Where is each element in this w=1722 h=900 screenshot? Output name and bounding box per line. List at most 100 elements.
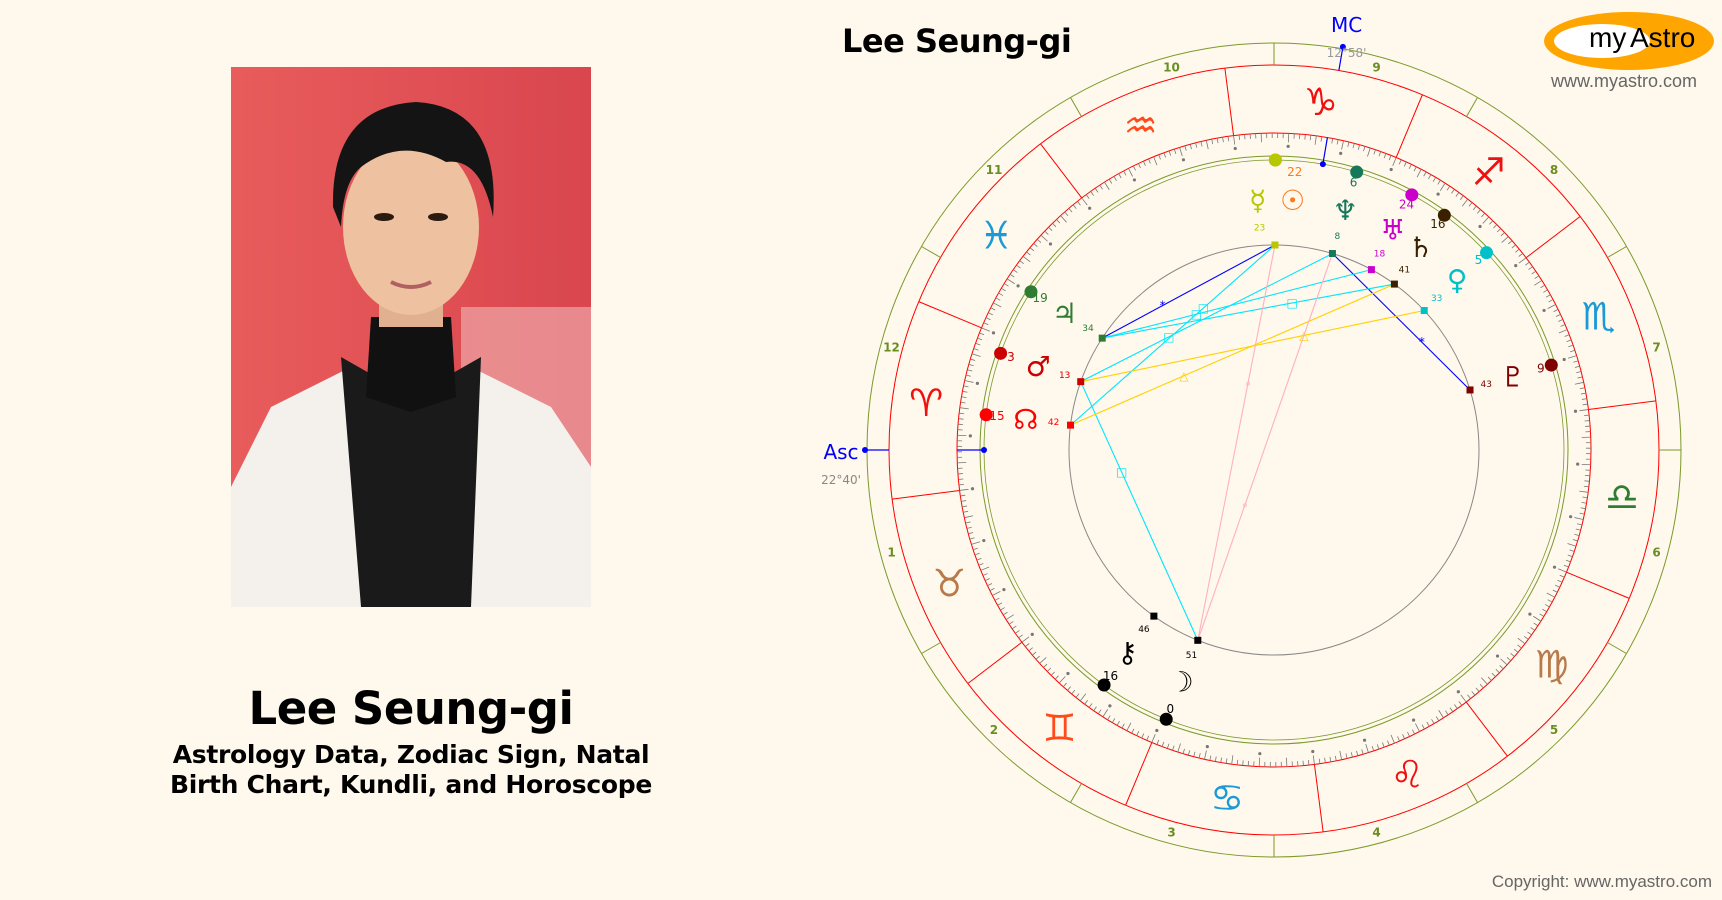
degree-tick <box>1455 192 1460 197</box>
sign-capricorn-icon: ♑︎ <box>1304 80 1338 124</box>
aspect-line-north-node-sun <box>1070 244 1276 426</box>
degree-tick <box>1481 212 1486 218</box>
degree-tick <box>975 342 981 346</box>
degree-tick <box>1141 733 1145 739</box>
degree-tick <box>1575 528 1581 531</box>
degree-tick <box>959 407 969 410</box>
degree-tick <box>1227 136 1230 142</box>
degree-tick <box>1508 240 1513 245</box>
degree-tick <box>1036 238 1042 243</box>
degree-tick <box>967 369 973 372</box>
degree-dot <box>1528 612 1532 616</box>
mc-dot-outer <box>1339 43 1346 50</box>
degree-tick <box>1128 168 1133 177</box>
aspect-line-north-node-saturn <box>1070 283 1395 426</box>
sign-boundary <box>1224 68 1235 136</box>
degree-tick <box>1574 517 1584 520</box>
planet-mars-minutes: 13 <box>1059 371 1070 381</box>
aspect-line-jupiter-saturn <box>1102 283 1395 339</box>
degree-tick <box>1309 135 1312 141</box>
degree-tick <box>1563 564 1569 568</box>
degree-tick <box>1033 243 1038 247</box>
degree-tick <box>1143 160 1146 166</box>
degree-tick <box>1093 706 1097 711</box>
degree-tick <box>965 374 971 377</box>
degree-tick <box>1387 740 1390 746</box>
degree-tick <box>987 583 993 586</box>
degree-tick <box>984 578 990 581</box>
degree-dot <box>1362 738 1367 742</box>
site-url[interactable]: www.myastro.com <box>1551 71 1698 91</box>
degree-dot <box>1030 632 1034 636</box>
planet-moon-icon: ☽︎ <box>1169 666 1194 699</box>
degree-tick <box>960 401 966 404</box>
sign-sagittarius-icon: ♐︎ <box>1471 150 1505 194</box>
degree-dot <box>1088 206 1092 210</box>
planet-uranus-degree: 24 <box>1399 198 1414 212</box>
myastro-logo[interactable]: my Astro <box>1544 12 1714 70</box>
degree-tick <box>964 380 974 383</box>
degree-tick <box>1392 157 1397 166</box>
degree-tick <box>981 327 990 332</box>
degree-tick <box>1574 533 1580 537</box>
degree-tick <box>1097 709 1102 715</box>
degree-tick <box>1058 676 1066 684</box>
planet-neptune-degree: 6 <box>1350 176 1358 190</box>
aspect-mark-quincunx: ∘ <box>1244 376 1252 390</box>
degree-tick <box>1102 709 1109 718</box>
degree-dot <box>1258 752 1262 756</box>
degree-tick <box>1177 743 1181 753</box>
degree-tick <box>1567 554 1573 558</box>
planet-saturn-dot <box>1437 208 1451 222</box>
aspect-mark-sextile: * <box>1419 335 1425 349</box>
degree-dot <box>1048 242 1053 246</box>
sign-aquarius-icon: ♒︎ <box>1124 103 1158 147</box>
degree-tick <box>1461 198 1469 207</box>
aspect-line-moon-sun <box>1197 244 1276 641</box>
degree-tick <box>1168 150 1172 156</box>
degree-tick <box>1576 371 1582 374</box>
degree-dot <box>1436 192 1440 196</box>
planet-pluto-degree: 9 <box>1537 361 1545 375</box>
planet-moon-dot <box>1159 712 1173 726</box>
planet-uranus-aspect-point <box>1367 266 1375 274</box>
degree-tick <box>995 297 1001 301</box>
degree-tick <box>1542 608 1547 613</box>
degree-tick <box>1075 693 1080 698</box>
planet-mars-icon: ♂︎ <box>1026 350 1051 383</box>
degree-tick <box>1324 757 1326 763</box>
house-number-8: 8 <box>1550 163 1558 177</box>
degree-tick <box>1579 409 1589 412</box>
degree-tick <box>1071 689 1076 695</box>
degree-tick <box>974 552 980 556</box>
degree-tick <box>1460 694 1467 703</box>
degree-tick <box>1133 165 1136 171</box>
zodiac-inner-circle <box>956 132 1592 768</box>
degree-tick <box>1544 604 1550 608</box>
degree-tick <box>1530 627 1535 631</box>
degree-tick <box>962 505 968 508</box>
sign-libra-icon: ♎︎ <box>1605 475 1639 519</box>
degree-tick <box>980 566 990 571</box>
degree-dot <box>1562 357 1566 362</box>
degree-tick <box>1052 222 1057 228</box>
subtitle-line-2: Birth Chart, Kundli, and Horoscope <box>169 770 653 799</box>
degree-tick <box>1173 148 1177 154</box>
aspect-line-mars-moon <box>1080 381 1199 641</box>
aspect-line-neptune-pluto <box>1332 253 1471 391</box>
degree-tick <box>1046 667 1052 672</box>
degree-tick <box>972 547 978 551</box>
degree-tick <box>1547 304 1556 309</box>
degree-dot <box>1542 308 1546 313</box>
degree-tick <box>1528 266 1533 270</box>
degree-tick <box>1126 722 1132 731</box>
degree-tick <box>1365 743 1369 753</box>
degree-tick <box>1555 584 1560 588</box>
planet-north-node-aspect-point <box>1067 421 1075 429</box>
planet-moon-aspect-point <box>1194 636 1202 644</box>
degree-tick <box>1477 209 1481 214</box>
planet-uranus-minutes: 18 <box>1374 250 1386 260</box>
sign-boundary <box>1313 764 1324 832</box>
sign-boundary <box>967 641 1023 684</box>
degree-tick <box>1187 750 1191 756</box>
